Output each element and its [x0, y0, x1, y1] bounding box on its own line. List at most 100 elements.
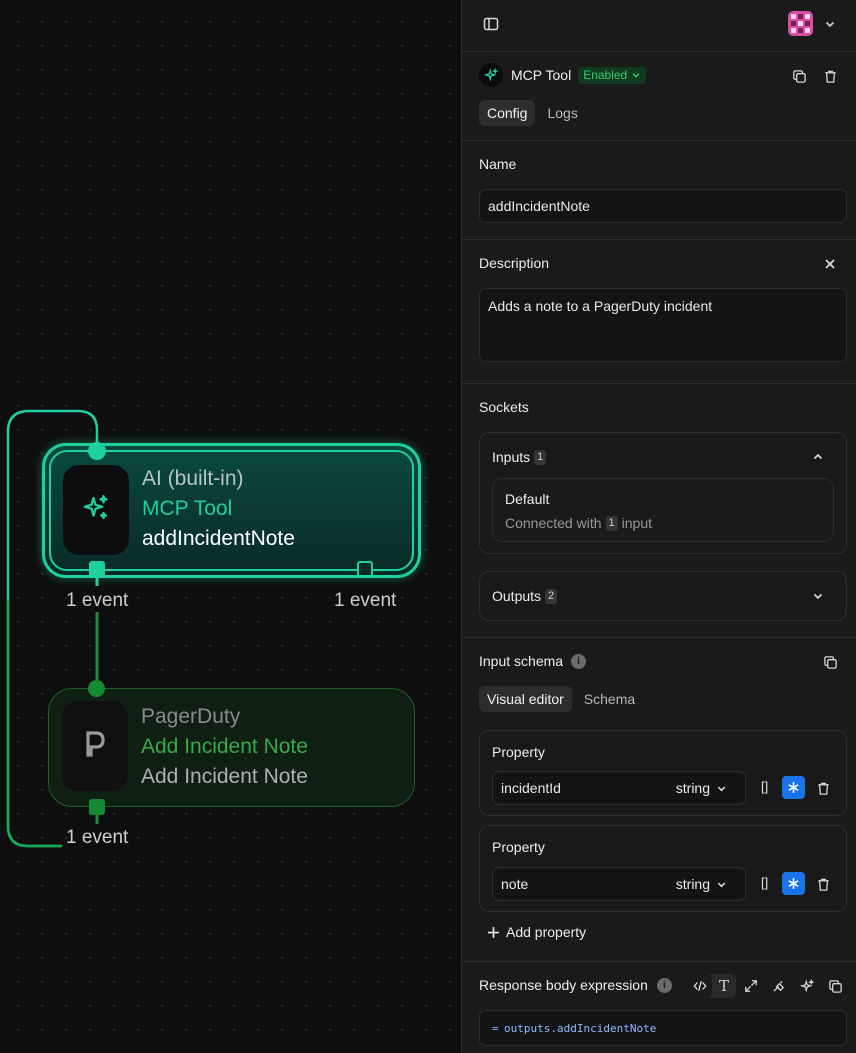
clear-format-icon[interactable]	[767, 975, 789, 997]
asterisk-icon	[787, 877, 800, 890]
sidebar-toggle-icon[interactable]	[480, 13, 502, 35]
count-badge: 2	[545, 589, 557, 604]
sockets-label: Sockets	[479, 399, 529, 415]
input-port[interactable]	[88, 680, 105, 697]
text-icon[interactable]: T	[712, 974, 736, 998]
node-header: MCP Tool Enabled	[479, 63, 646, 87]
editor-mode-toggle: T	[688, 974, 736, 998]
event-count-label: 1 event	[334, 590, 396, 612]
asterisk-icon	[787, 781, 800, 794]
add-property-label: Add property	[506, 924, 586, 940]
array-toggle[interactable]: []	[761, 875, 768, 890]
chevron-down-icon	[716, 783, 727, 794]
socket-item[interactable]: Default Connected with 1 input	[492, 478, 834, 542]
sparkles-icon	[81, 493, 111, 528]
chevron-down-icon[interactable]	[807, 585, 829, 607]
array-toggle[interactable]: []	[761, 779, 768, 794]
add-property-button[interactable]: Add property	[487, 924, 586, 940]
chevron-down-icon	[631, 70, 641, 80]
property-label: Property	[492, 744, 545, 760]
property-card: Property note string []	[479, 825, 847, 912]
node-category: PagerDuty	[141, 702, 308, 732]
divider	[462, 140, 856, 141]
trash-icon[interactable]	[812, 777, 834, 799]
duplicate-icon[interactable]	[788, 65, 810, 87]
info-icon[interactable]: i	[571, 654, 586, 669]
type-select[interactable]: string	[676, 780, 727, 796]
event-count-label: 1 event	[66, 827, 128, 849]
pagerduty-logo	[83, 729, 107, 764]
property-name: note	[501, 876, 528, 892]
inputs-label: Inputs	[492, 449, 530, 465]
node-mcp-tool[interactable]: AI (built-in) MCP Tool addIncidentNote	[42, 443, 421, 578]
node-pagerduty[interactable]: PagerDuty Add Incident Note Add Incident…	[48, 688, 415, 807]
node-type: Add Incident Note	[141, 732, 308, 762]
inputs-section: Inputs 1 Default Connected with 1 input	[479, 432, 847, 554]
copy-icon[interactable]	[824, 975, 846, 997]
schema-tabs: Visual editor Schema	[479, 686, 643, 712]
tab-schema[interactable]: Schema	[576, 686, 643, 712]
node-text: PagerDuty Add Incident Note Add Incident…	[141, 702, 308, 792]
node-category: AI (built-in)	[142, 464, 295, 494]
trash-icon[interactable]	[812, 873, 834, 895]
expression-prefix: =	[492, 1022, 499, 1035]
node-type: MCP Tool	[142, 494, 295, 524]
node-name: Add Incident Note	[141, 762, 308, 792]
config-panel: MCP Tool Enabled Config Logs Name addInc…	[461, 0, 856, 1053]
node-icon-container	[62, 701, 128, 791]
output-port-secondary[interactable]	[357, 561, 373, 577]
divider	[462, 961, 856, 962]
name-label: Name	[479, 156, 516, 172]
trash-icon[interactable]	[819, 65, 841, 87]
workflow-canvas[interactable]: AI (built-in) MCP Tool addIncidentNote 1…	[0, 0, 461, 1053]
count-badge: 1	[606, 516, 618, 531]
property-label: Property	[492, 839, 545, 855]
output-port-default[interactable]	[89, 799, 105, 815]
property-name-input[interactable]: note string	[492, 867, 746, 901]
connected-suffix: input	[622, 515, 652, 531]
output-port-default[interactable]	[89, 561, 105, 577]
count-badge: 1	[534, 450, 546, 465]
node-icon-container	[63, 465, 129, 555]
tab-config[interactable]: Config	[479, 100, 535, 126]
chevron-down-icon[interactable]	[819, 13, 841, 35]
required-toggle[interactable]	[782, 776, 805, 799]
required-toggle[interactable]	[782, 872, 805, 895]
plus-icon	[487, 926, 500, 939]
input-port[interactable]	[88, 442, 106, 460]
sparkles-icon[interactable]	[796, 975, 818, 997]
property-name-input[interactable]: incidentId string	[492, 771, 746, 805]
sparkles-icon	[479, 63, 503, 87]
divider	[462, 239, 856, 240]
type-value: string	[676, 876, 710, 892]
inputs-header[interactable]: Inputs 1	[492, 449, 546, 465]
description-textarea[interactable]: Adds a note to a PagerDuty incident	[479, 288, 847, 362]
copy-icon[interactable]	[819, 651, 841, 673]
socket-connection-status: Connected with 1 input	[505, 515, 652, 531]
divider	[462, 383, 856, 384]
expand-icon[interactable]	[740, 975, 762, 997]
connected-prefix: Connected with	[505, 515, 602, 531]
node-text: AI (built-in) MCP Tool addIncidentNote	[142, 464, 295, 554]
chevron-down-icon	[716, 879, 727, 890]
response-expression-editor[interactable]: = outputs.addIncidentNote	[479, 1010, 847, 1046]
avatar[interactable]	[788, 11, 813, 36]
chevron-up-icon[interactable]	[807, 446, 829, 468]
type-select[interactable]: string	[676, 876, 727, 892]
tab-visual-editor[interactable]: Visual editor	[479, 686, 572, 712]
expression-text: outputs.addIncidentNote	[504, 1022, 656, 1035]
outputs-section[interactable]: Outputs 2	[479, 571, 847, 621]
code-icon[interactable]	[688, 974, 712, 998]
input-schema-label: Input schema	[479, 653, 563, 669]
info-icon[interactable]: i	[657, 978, 672, 993]
close-icon[interactable]	[819, 253, 841, 275]
socket-name: Default	[505, 491, 549, 507]
node-type-title: MCP Tool	[511, 67, 571, 83]
tab-logs[interactable]: Logs	[539, 100, 585, 126]
type-value: string	[676, 780, 710, 796]
status-dropdown[interactable]: Enabled	[578, 67, 646, 84]
event-count-label: 1 event	[66, 590, 128, 612]
node-name: addIncidentNote	[142, 524, 295, 554]
divider	[462, 51, 856, 52]
name-input[interactable]: addIncidentNote	[479, 189, 847, 223]
